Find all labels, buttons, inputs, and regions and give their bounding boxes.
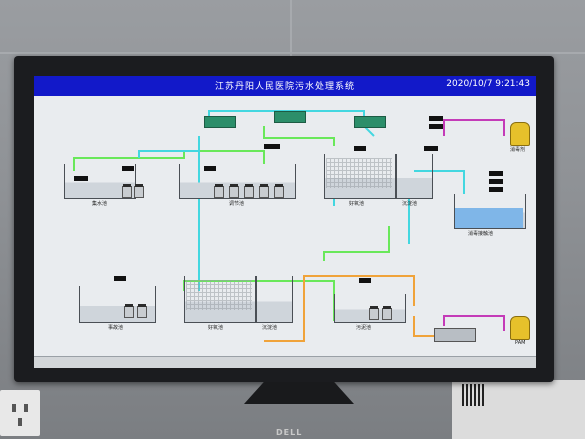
value-readout xyxy=(489,179,503,184)
pump[interactable] xyxy=(274,184,284,198)
aeration-grid xyxy=(326,158,392,188)
pipe-magenta-disinfect xyxy=(443,119,505,136)
pipe-green-air xyxy=(263,126,335,146)
nav-button[interactable] xyxy=(494,358,534,368)
value-readout xyxy=(354,146,366,151)
pump[interactable] xyxy=(122,184,132,198)
tank-label: 消毒接触池 xyxy=(468,231,494,237)
value-readout xyxy=(264,144,280,149)
value-readout xyxy=(114,276,126,281)
tank-label: 沉淀池 xyxy=(402,201,418,207)
disinfection-water xyxy=(455,208,523,228)
datetime-readout: 2020/10/7 9:21:43 xyxy=(446,79,530,89)
tank-label: 事故池 xyxy=(108,325,124,331)
pipe-cyan xyxy=(138,136,200,291)
wall-tile-seam xyxy=(290,0,292,56)
pump[interactable] xyxy=(229,184,239,198)
value-readout xyxy=(204,166,216,171)
value-readout xyxy=(429,116,443,121)
aeration-grid xyxy=(186,280,252,310)
pump[interactable] xyxy=(244,184,254,198)
qr-code xyxy=(462,384,484,406)
blower-3[interactable] xyxy=(354,116,386,128)
tank-settling-lower xyxy=(256,276,293,323)
pam-tank[interactable] xyxy=(510,316,530,340)
tank-label: 调节池 xyxy=(229,201,245,207)
pump[interactable] xyxy=(214,184,224,198)
scada-screen: 江苏丹阳人民医院污水处理系统 2020/10/7 9:21:43 集水池 xyxy=(34,76,536,368)
pump[interactable] xyxy=(137,304,147,318)
monitor-stand xyxy=(244,382,354,404)
value-readout xyxy=(429,124,443,129)
pipe-orange-sludge xyxy=(264,275,415,342)
pam-label: PAM xyxy=(515,340,526,346)
nav-button[interactable] xyxy=(344,358,384,368)
pump[interactable] xyxy=(134,184,144,198)
nav-button-bar xyxy=(34,356,536,368)
nav-button[interactable] xyxy=(194,358,234,368)
wall-socket xyxy=(0,390,40,436)
blower-1[interactable] xyxy=(204,116,236,128)
value-readout xyxy=(359,278,371,283)
wall-tile-seam xyxy=(0,52,585,54)
monitor: 江苏丹阳人民医院污水处理系统 2020/10/7 9:21:43 集水池 xyxy=(14,56,554,437)
tank-label: 集水池 xyxy=(92,201,108,207)
pump[interactable] xyxy=(259,184,269,198)
disinfectant-label: 消毒剂 xyxy=(510,147,526,153)
tank-label: 沉淀池 xyxy=(262,325,278,331)
nav-button[interactable] xyxy=(394,358,434,368)
sludge-press[interactable] xyxy=(434,328,476,342)
pipe-green xyxy=(73,150,265,171)
tank-label: 污泥池 xyxy=(356,325,372,331)
pipe-orange-sludge2 xyxy=(413,316,434,337)
tank-label: 好氧池 xyxy=(208,325,224,331)
value-readout xyxy=(74,176,88,181)
blower-2[interactable] xyxy=(274,111,306,123)
nav-button[interactable] xyxy=(244,358,284,368)
pipe-magenta-pam xyxy=(443,315,505,331)
pipe-cyan-main xyxy=(333,195,410,244)
value-readout xyxy=(489,171,503,176)
pump[interactable] xyxy=(382,306,392,320)
title-bar: 江苏丹阳人民医院污水处理系统 2020/10/7 9:21:43 xyxy=(34,76,536,96)
nav-button[interactable] xyxy=(444,358,484,368)
pipe-green-return xyxy=(323,226,390,261)
pump[interactable] xyxy=(369,306,379,320)
value-readout xyxy=(489,187,503,192)
window-title: 江苏丹阳人民医院污水处理系统 xyxy=(214,82,355,92)
tank-label: 好氧池 xyxy=(349,201,365,207)
pipe-cyan-air xyxy=(208,110,375,137)
pump[interactable] xyxy=(124,304,134,318)
tank-settling-upper xyxy=(396,154,433,199)
nav-button[interactable] xyxy=(294,358,334,368)
disinfectant-tank[interactable] xyxy=(510,122,530,146)
value-readout xyxy=(122,166,134,171)
monitor-brand-logo: DELL xyxy=(276,428,303,437)
value-readout xyxy=(424,146,438,151)
